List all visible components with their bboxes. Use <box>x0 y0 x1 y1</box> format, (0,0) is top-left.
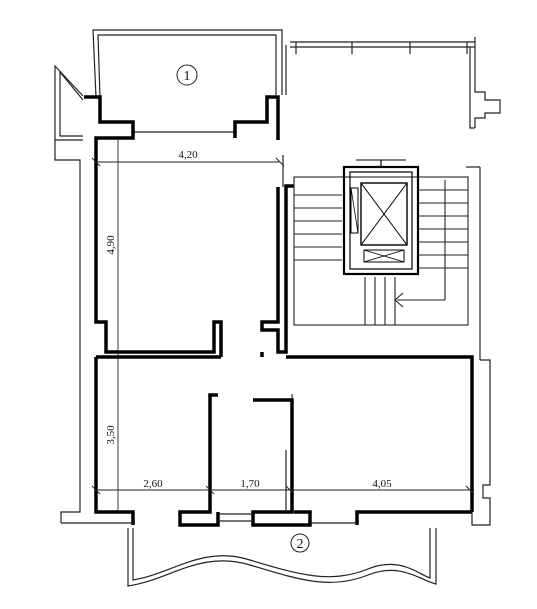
lower-balcony <box>127 528 437 587</box>
dim-top-room-height: 4,90 <box>105 235 117 255</box>
marker-1-label: 1 <box>184 69 191 84</box>
dimension-lines <box>91 140 475 512</box>
dim-bottom-left-width: 2,60 <box>143 478 163 490</box>
left-balcony-wedge <box>54 64 84 141</box>
dim-bottom-mid-width: 1,70 <box>240 478 260 490</box>
dim-top-room-width: 4,20 <box>178 149 198 161</box>
stair-core <box>293 176 469 326</box>
marker-2: 2 <box>290 533 310 553</box>
marker-2-label: 2 <box>297 537 304 552</box>
marker-1: 1 <box>176 64 198 86</box>
dim-bottom-right-width: 4,05 <box>372 478 392 490</box>
walls-thin <box>54 45 491 526</box>
upper-balcony <box>92 29 283 138</box>
elevator <box>342 159 420 276</box>
top-right-railing <box>290 37 501 129</box>
dim-bottom-height: 3,50 <box>105 425 117 445</box>
walls-thick <box>84 95 474 527</box>
